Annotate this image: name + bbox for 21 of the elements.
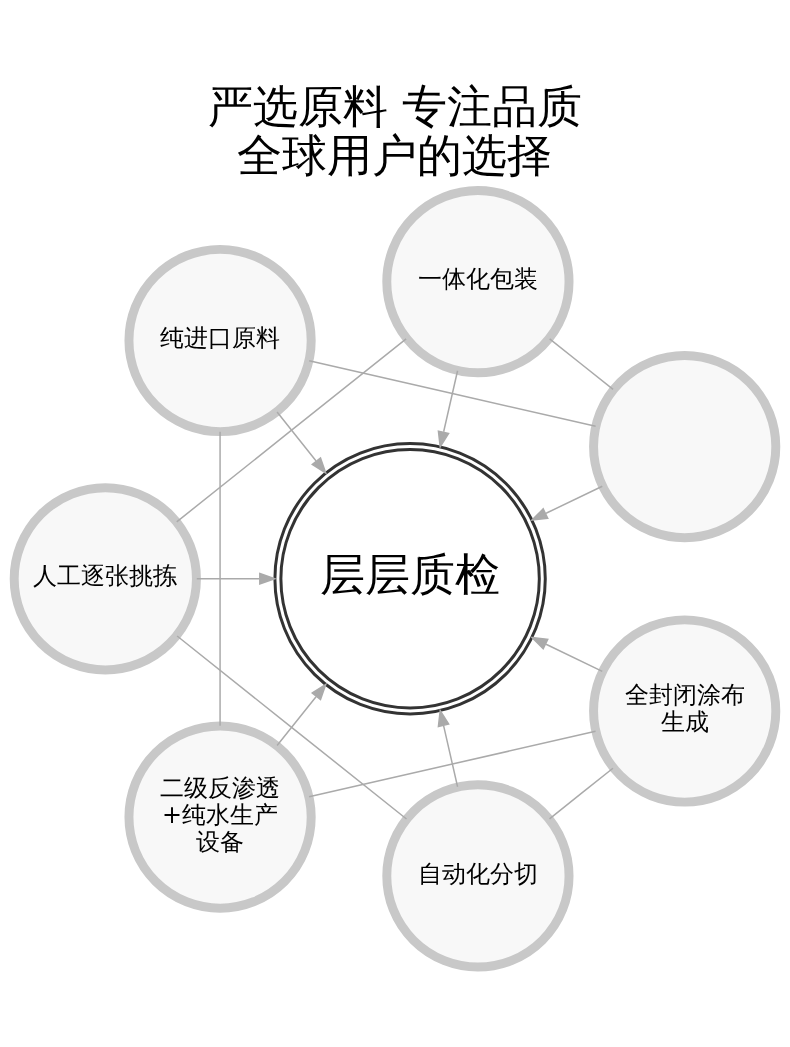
arrow xyxy=(530,485,604,522)
node-circle: 二级反渗透+纯水生产设备 xyxy=(124,721,316,913)
arrow xyxy=(530,636,604,673)
node-circle: 人工逐张挑拣 xyxy=(9,483,201,675)
arrow xyxy=(437,370,459,450)
node-circle xyxy=(589,350,781,543)
node-circle: 纯进口原料 xyxy=(124,244,316,437)
connector xyxy=(548,767,614,820)
node-circle: 全封闭涂布生成 xyxy=(589,615,781,807)
connector xyxy=(175,338,407,523)
connector xyxy=(308,730,597,798)
arrow xyxy=(276,411,328,475)
arrow xyxy=(196,572,277,586)
connector xyxy=(219,431,221,727)
connector xyxy=(548,338,614,391)
connector xyxy=(176,635,408,820)
arrow xyxy=(276,682,328,747)
arrow xyxy=(437,708,459,788)
node-circle: 自动化分切 xyxy=(382,780,574,972)
node-circle: 一体化包装 xyxy=(382,186,574,378)
connector xyxy=(308,360,597,427)
